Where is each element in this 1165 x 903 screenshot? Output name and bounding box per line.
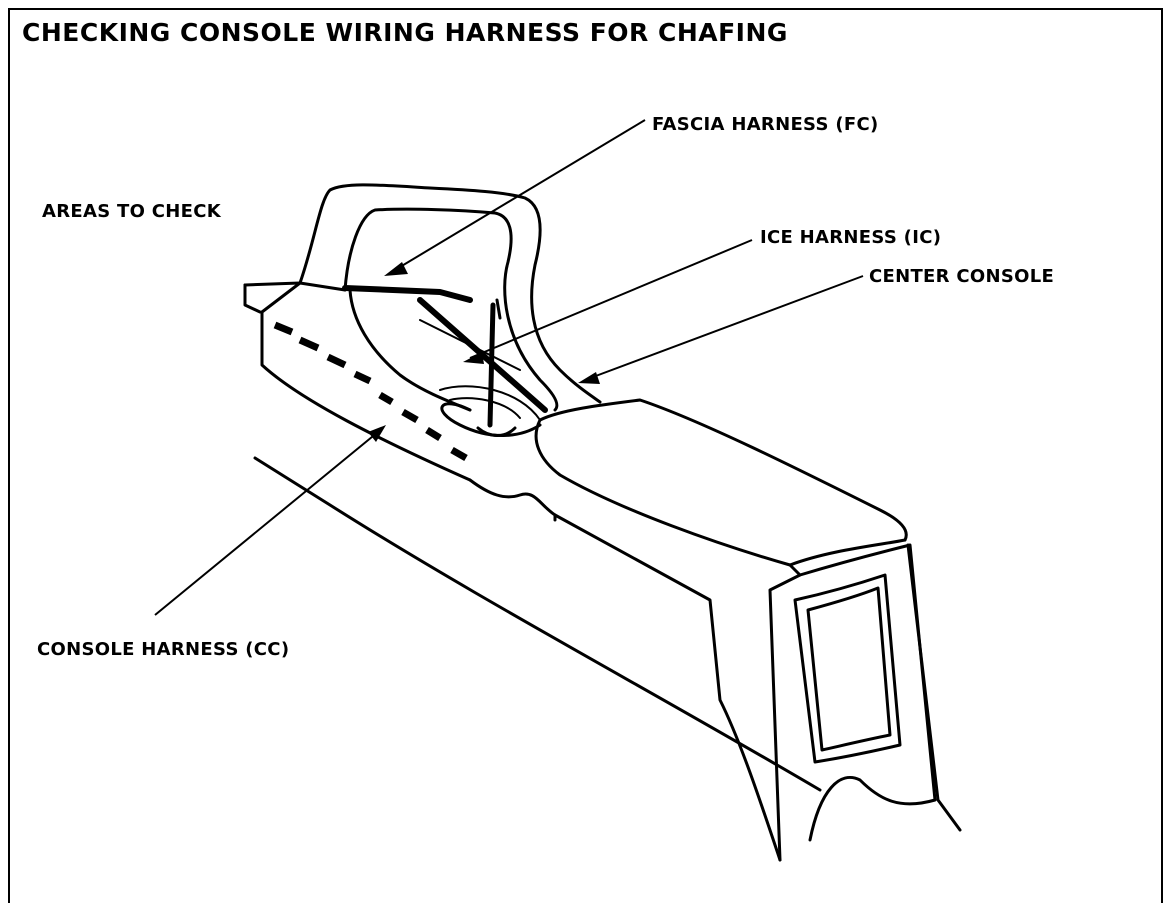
console-harness-label: CONSOLE HARNESS (CC)	[37, 639, 290, 660]
diagram-frame	[8, 8, 1163, 903]
areas-to-check-label: AREAS TO CHECK	[42, 201, 222, 222]
center-console-label: CENTER CONSOLE	[869, 266, 1055, 287]
fascia-harness-label: FASCIA HARNESS (FC)	[652, 114, 879, 135]
ice-harness-label: ICE HARNESS (IC)	[760, 227, 942, 248]
diagram-title: CHECKING CONSOLE WIRING HARNESS FOR CHAF…	[22, 18, 788, 47]
